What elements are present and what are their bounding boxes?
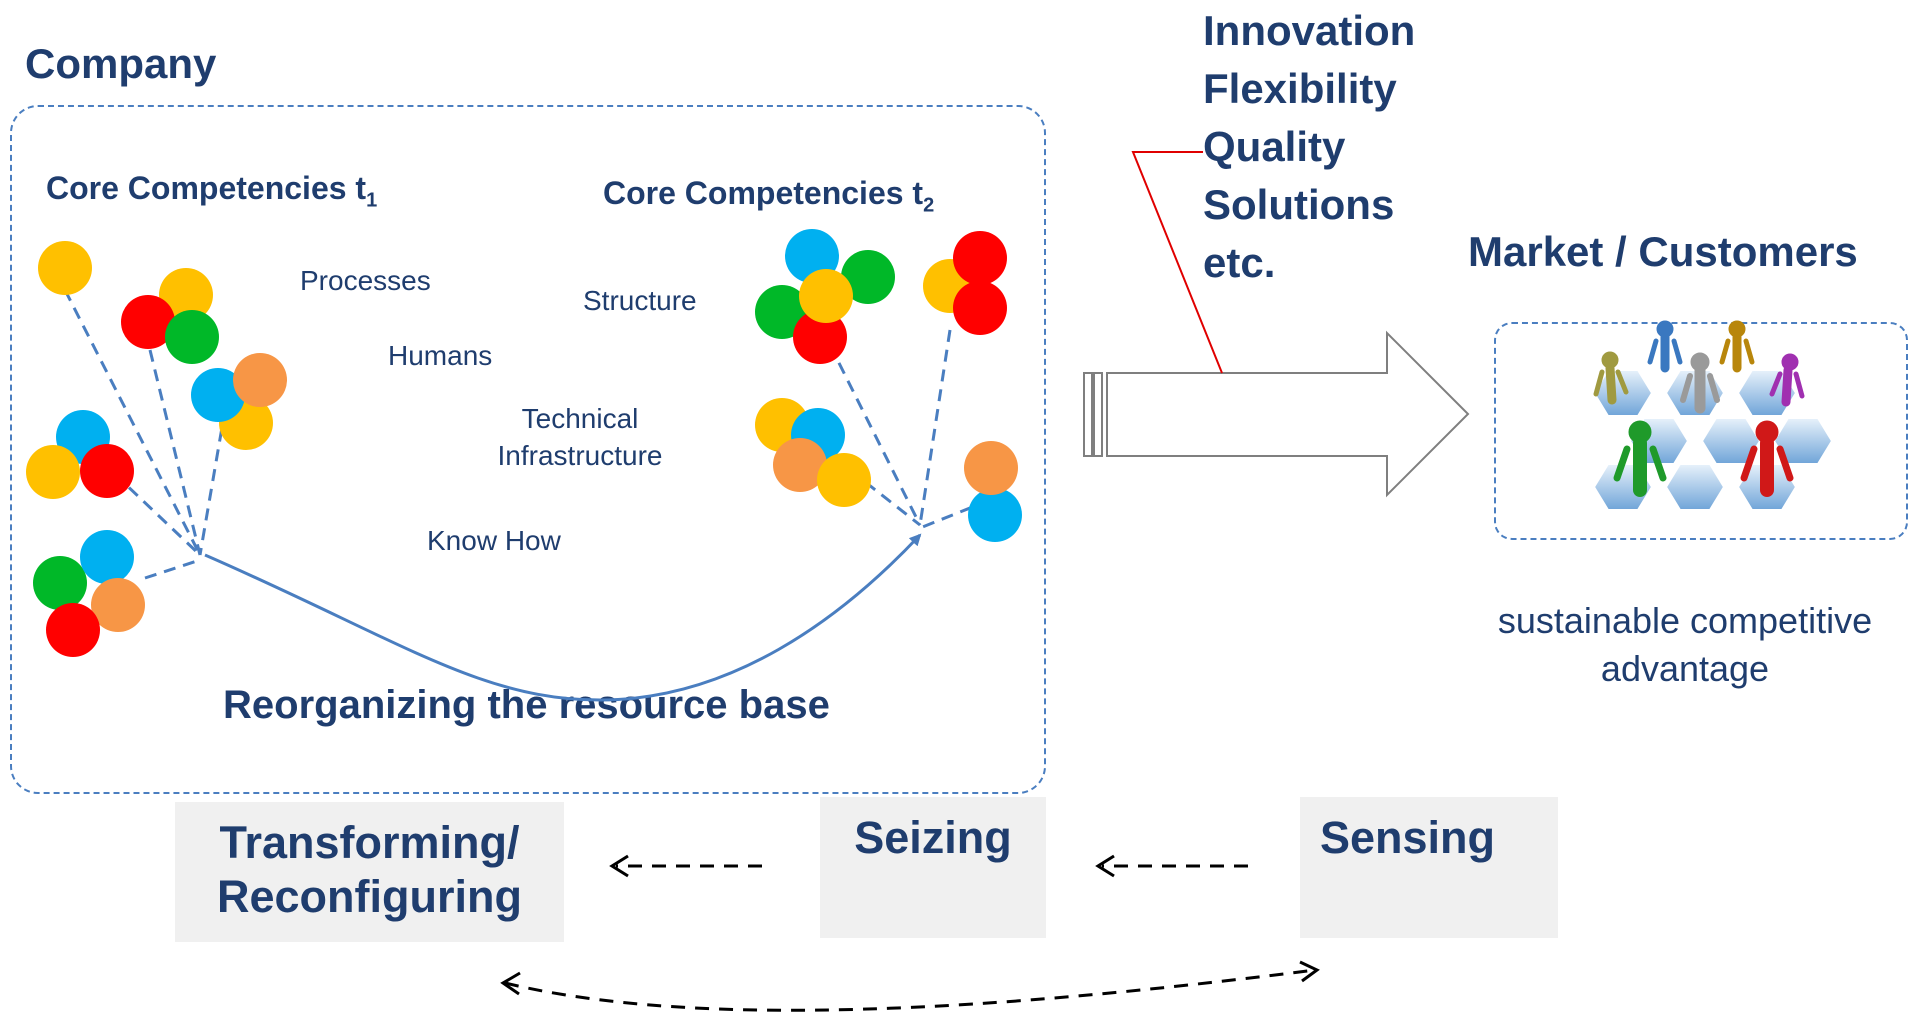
ball-orange (233, 353, 287, 407)
value-solutions: Solutions (1203, 181, 1395, 228)
person-icon (1647, 320, 1683, 373)
resource-technical-infrastructure: Technical Infrastructure (497, 403, 663, 471)
ball-yellow (159, 268, 213, 322)
core-competencies-t1: Core Competencies t1 (46, 170, 377, 212)
resource-structure: Structure (583, 285, 697, 316)
customers-network-image (1592, 320, 1834, 511)
value-propositions: Innovation Flexibility Quality Solutions… (1203, 2, 1415, 292)
market-advantage: sustainable competitive advantage (1497, 600, 1873, 689)
value-innovation: Innovation (1203, 7, 1416, 54)
sensing-to-seizing-arrow (1095, 854, 1248, 878)
ball-red (80, 444, 134, 498)
reorganization-curve (204, 533, 922, 702)
core-t1-label: Core Competencies t (46, 170, 367, 206)
seizing-to-transforming-arrow (609, 854, 762, 878)
ball-cyan (191, 368, 245, 422)
value-etc: etc. (1203, 239, 1276, 286)
ball-red (953, 281, 1007, 335)
ball-yellow (817, 453, 871, 507)
market-title: Market / Customers (1468, 228, 1858, 275)
transforming-sensing-bidirectional-arrow (500, 960, 1320, 1012)
ball-red (793, 310, 847, 364)
resource-humans: Humans (388, 340, 493, 371)
ball-green (165, 310, 219, 364)
company-title: Company (25, 40, 217, 87)
value-flexibility: Flexibility (1203, 65, 1397, 112)
ball-orange (964, 441, 1018, 495)
core-t2-subscript: 2 (923, 194, 935, 217)
ball-yellow (38, 241, 92, 295)
ball-green (755, 285, 809, 339)
ball-orange (773, 438, 827, 492)
ball-cyan (80, 530, 134, 584)
person-icon (1740, 420, 1794, 497)
ball-yellow (799, 269, 853, 323)
ball-red (953, 231, 1007, 285)
company-to-market-arrow (1083, 330, 1470, 498)
value-quality: Quality (1203, 123, 1346, 170)
core-competencies-t2: Core Competencies t2 (603, 175, 934, 217)
ball-cyan (968, 488, 1022, 542)
t2-convergence-lines (828, 329, 991, 530)
value-connector-line (1131, 151, 1223, 374)
person-icon (1613, 420, 1667, 497)
t1-resource-balls (26, 241, 287, 657)
ball-yellow (26, 445, 80, 499)
phase-sensing: Sensing (1300, 797, 1558, 938)
phase-arrows (500, 854, 1320, 1012)
ball-orange (91, 578, 145, 632)
ball-red (121, 295, 175, 349)
ball-green (841, 250, 895, 304)
person-figures (1593, 320, 1805, 497)
t2-resource-balls (755, 229, 1022, 542)
phase-seizing: Seizing (820, 797, 1046, 938)
market-box (1494, 322, 1908, 540)
resource-processes: Processes (300, 265, 431, 296)
ball-red (46, 603, 100, 657)
core-t1-subscript: 1 (366, 189, 378, 212)
phase-transforming: Transforming/ Reconfiguring (175, 802, 564, 942)
company-box (10, 105, 1046, 794)
person-icon (1719, 320, 1755, 373)
ball-green (33, 556, 87, 610)
person-icon (1769, 353, 1805, 407)
person-icon (1593, 351, 1629, 405)
resource-know-how: Know How (427, 525, 561, 556)
person-icon (1680, 352, 1720, 414)
core-t2-label: Core Competencies t (603, 175, 924, 211)
